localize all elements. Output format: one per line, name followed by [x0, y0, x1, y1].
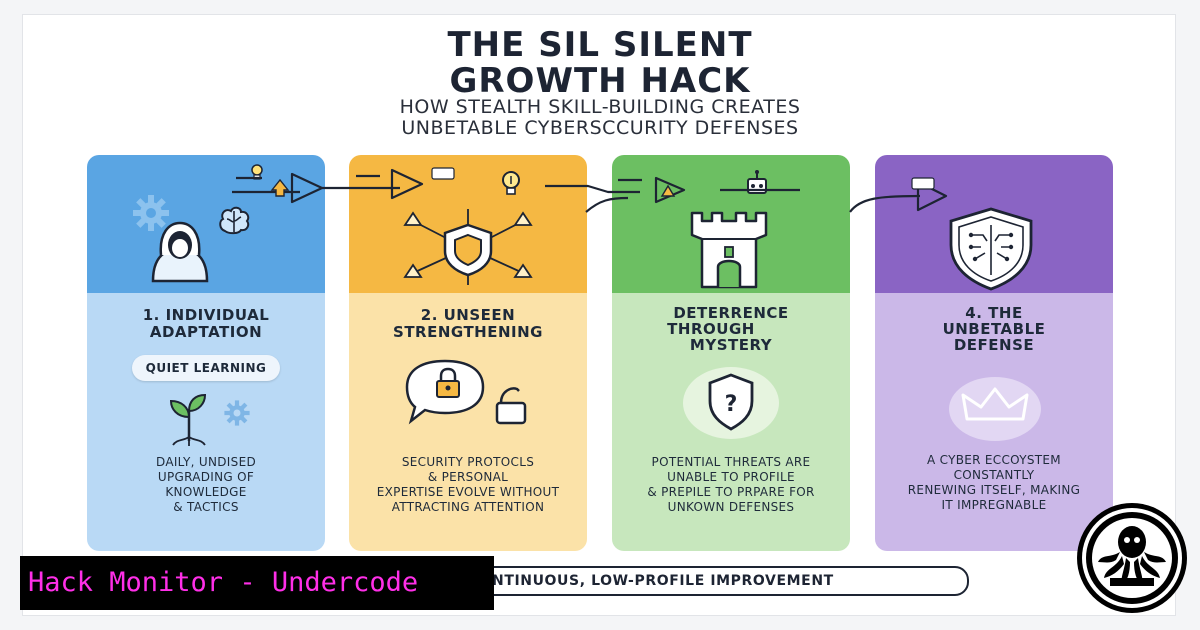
- column-3-bottom: DETERRENCE THROUGH MYSTERY ? POTENTIAL T…: [612, 293, 850, 551]
- column-2-desc-line-4: ATTRACTING ATTENTION: [391, 500, 545, 514]
- column-4-heading-line-2: UNBETABLE: [942, 320, 1046, 338]
- column-2-heading-line-1: 2. UNSEEN: [420, 306, 516, 324]
- column-1-desc-line-3: KNOWLEDGE: [165, 485, 247, 499]
- column-4-bottom: 4. THE UNBETABLE DEFENSE A CYBER ECCOYST…: [875, 293, 1113, 551]
- column-unbetable-defense: 4. THE UNBETABLE DEFENSE A CYBER ECCOYST…: [875, 155, 1113, 551]
- tag-icon-2: [911, 177, 935, 190]
- castle-tower-icon: [690, 211, 768, 289]
- crown-icon: [949, 377, 1041, 441]
- column-1-desc-line-4: & TACTICS: [173, 500, 239, 514]
- watermark-overlay: Hack Monitor - Undercode: [20, 556, 494, 610]
- subtitle-line-2: UNBETABLE CYBERSCCURITY DEFENSES: [401, 117, 799, 139]
- column-1-heading-line-2: ADAPTATION: [149, 323, 263, 341]
- column-4-desc-line-3: RENEWING ITSELF, MAKING: [907, 483, 1081, 497]
- flow-arrow-4: [585, 196, 629, 213]
- column-1-desc-line-2: UPGRADING OF: [157, 470, 255, 484]
- column-2-top: [349, 155, 587, 293]
- flow-arrow-1: [232, 172, 324, 204]
- column-2-heading-line-2: STRENGTHENING: [393, 323, 543, 341]
- column-2-desc-line-1: SECURITY PROTOCLS: [401, 455, 535, 469]
- column-3-desc-line-1: POTENTIAL THREATS ARE: [651, 455, 811, 469]
- column-3-desc-line-4: UNKOWN DEFENSES: [667, 500, 795, 514]
- title-line-1: THE SIL SILENT: [447, 25, 753, 65]
- warning-icon: [660, 184, 676, 197]
- circuit-shield-icon: [949, 207, 1033, 291]
- column-2-desc-line-2: & PERSONAL: [427, 470, 509, 484]
- column-4-top: [875, 155, 1113, 293]
- quiet-learning-badge: QUIET LEARNING: [132, 355, 280, 381]
- banner-text: NTINUOUS, LOW-PROFILE IMPROVEMENT: [492, 573, 834, 589]
- column-1-desc-line-1: DAILY, UNDISED: [155, 455, 256, 469]
- column-3-desc-line-2: UNABLE TO PROFILE: [667, 470, 795, 484]
- brain-icon: [219, 206, 250, 235]
- svg-text:?: ?: [725, 392, 738, 417]
- column-3-heading-line-2: THROUGH: [667, 320, 755, 338]
- gear-small-icon: [224, 400, 250, 426]
- column-4-desc-line-2: CONSTANTLY: [953, 468, 1035, 482]
- column-4-desc-line-4: IT IMPREGNABLE: [941, 498, 1047, 512]
- padlock-open-icon: [495, 387, 527, 425]
- flow-arrow-2: [322, 168, 424, 200]
- column-3-heading-line-3: MYSTERY: [689, 336, 773, 354]
- column-deterrence-through-mystery: DETERRENCE THROUGH MYSTERY ? POTENTIAL T…: [612, 155, 850, 551]
- column-3-desc-line-3: & PREPILE TO PRPARE FOR: [647, 485, 815, 499]
- padlock-icon: [436, 367, 460, 398]
- title-line-2: GROWTH HACK: [449, 61, 751, 101]
- sprout-icon: [169, 393, 207, 446]
- gear-icon: [133, 195, 169, 231]
- column-4-desc-line-1: A CYBER ECCOYSTEM: [927, 453, 1061, 467]
- column-unseen-strengthening: 2. UNSEEN STRENGTHENING SECURITY PROTOCL…: [349, 155, 587, 551]
- column-2-desc-line-3: EXPERTISE EVOLVE WITHOUT: [376, 485, 560, 499]
- question-shield-icon: ?: [683, 367, 779, 439]
- column-3-heading-line-1: DETERRENCE: [673, 304, 789, 322]
- tag-icon-1: [431, 167, 455, 180]
- column-1-heading-line-1: 1. INDIVIDUAL: [142, 306, 270, 324]
- subtitle-line-1: HOW STEALTH SKILL-BUILDING CREATES: [399, 96, 801, 118]
- shield-network-icon: [403, 209, 533, 285]
- column-4-heading-line-3: DEFENSE: [953, 336, 1035, 354]
- watermark-text: Hack Monitor - Undercode: [28, 567, 419, 598]
- lightbulb-icon: [502, 171, 520, 195]
- column-individual-adaptation: 1. INDIVIDUAL ADAPTATION QUIET LEARNING …: [87, 155, 325, 551]
- column-2-bottom: 2. UNSEEN STRENGTHENING SECURITY PROTOCL…: [349, 293, 587, 551]
- column-4-heading-line-1: 4. THE: [965, 304, 1023, 322]
- hooded-user-icon: [151, 221, 209, 283]
- octopus-logo-icon: [1077, 503, 1187, 613]
- column-1-bottom: 1. INDIVIDUAL ADAPTATION QUIET LEARNING …: [87, 293, 325, 551]
- arrow-up-icon: [270, 178, 290, 197]
- improvement-banner: NTINUOUS, LOW-PROFILE IMPROVEMENT: [440, 566, 969, 596]
- column-1-top: [87, 155, 325, 293]
- column-3-top: [612, 155, 850, 293]
